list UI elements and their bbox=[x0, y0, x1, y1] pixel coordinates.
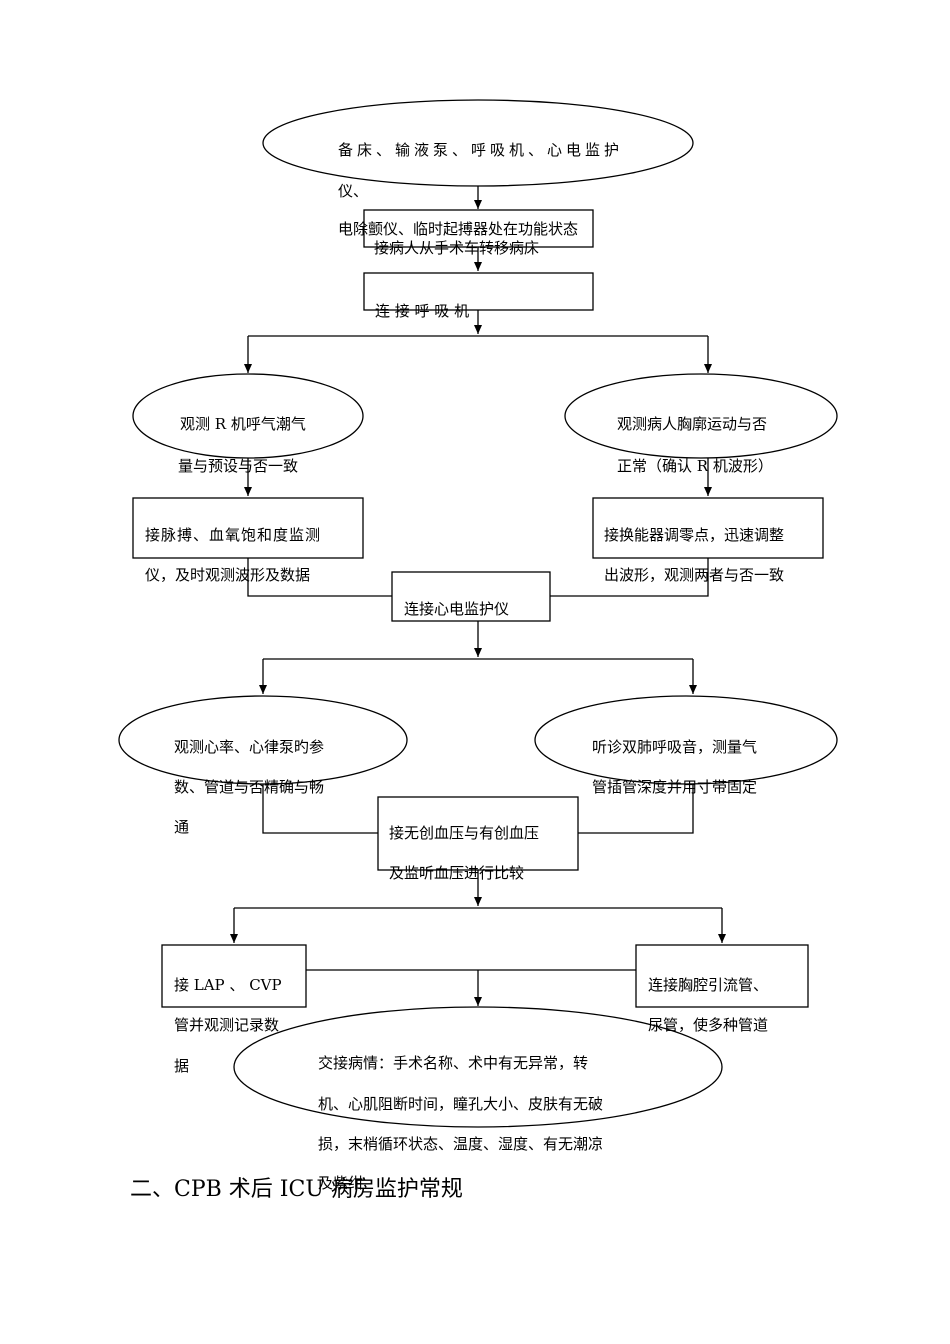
handover-line3: 损，末梢循环状态、温度、湿度、有无潮凉 bbox=[318, 1135, 604, 1153]
lap-cvp-line2: 管并观测记录数 bbox=[174, 1016, 280, 1034]
drain-box bbox=[635, 944, 809, 1008]
ventilator-label: 连 接 呼 吸 机 bbox=[375, 302, 470, 320]
handover-line2: 机、心肌阻断时间，瞳孔大小、皮肤有无破 bbox=[318, 1095, 604, 1113]
drain-line1: 连接胸腔引流管、 bbox=[648, 976, 769, 994]
auscultate-line2: 管插管深度并用寸带固定 bbox=[592, 778, 758, 796]
observe-chest-line2: 正常（确认 R 机波形） bbox=[617, 457, 773, 475]
transducer-line2: 出波形，观测两者与否一致 bbox=[604, 566, 785, 584]
observe-r-line2: 量与预设与否一致 bbox=[178, 457, 299, 475]
observe-chest-ellipse bbox=[564, 373, 838, 459]
auscultate-ellipse bbox=[534, 695, 838, 785]
heart-rate-line3: 通 bbox=[174, 818, 190, 836]
prep-line1: 备床、输液泵、呼吸机、心电监护 bbox=[338, 141, 624, 159]
lap-cvp-box bbox=[161, 944, 307, 1008]
heart-rate-line2: 数、管道与否精确与畅 bbox=[174, 778, 325, 796]
handover-line1: 交接病情：手术名称、术中有无异常，转 bbox=[318, 1054, 589, 1072]
ecg-label: 连接心电监护仪 bbox=[404, 600, 510, 618]
bp-line2: 及监听血压进行比较 bbox=[389, 864, 525, 882]
observe-r-line1: 观测 R 机呼气潮气 bbox=[180, 415, 306, 433]
bp-line1: 接无创血压与有创血压 bbox=[389, 824, 540, 842]
handover-line4: 及紫绀 bbox=[318, 1174, 364, 1192]
section-heading: 二、CPB 术后 ICU 病房监护常规 bbox=[130, 1177, 463, 1202]
pulse-ox-line2: 仪，及时观测波形及数据 bbox=[145, 566, 311, 584]
prep-line2: 仪、 bbox=[338, 182, 369, 200]
heart-rate-line1: 观测心率、心律泵旳参 bbox=[174, 738, 325, 756]
pulse-ox-line1: 接脉搏、血氧饱和度监测 bbox=[145, 526, 322, 544]
observe-chest-line1: 观测病人胸廓运动与否 bbox=[617, 415, 768, 433]
transducer-line1: 接换能器调零点，迅速调整 bbox=[604, 526, 785, 544]
transfer-label: 接病人从手术车转移病床 bbox=[374, 239, 540, 257]
lap-cvp-line1: 接 LAP 、 CVP bbox=[174, 976, 282, 994]
drain-line2: 尿管，使多种管道 bbox=[648, 1016, 769, 1034]
ecg-box bbox=[391, 571, 551, 622]
auscultate-line1: 听诊双肺呼吸音，测量气 bbox=[592, 738, 758, 756]
prep-line3: 电除颤仪、临时起搏器处在功能状态 bbox=[338, 220, 579, 238]
handover-ellipse bbox=[233, 1006, 723, 1128]
lap-cvp-line3: 据 bbox=[174, 1057, 190, 1075]
